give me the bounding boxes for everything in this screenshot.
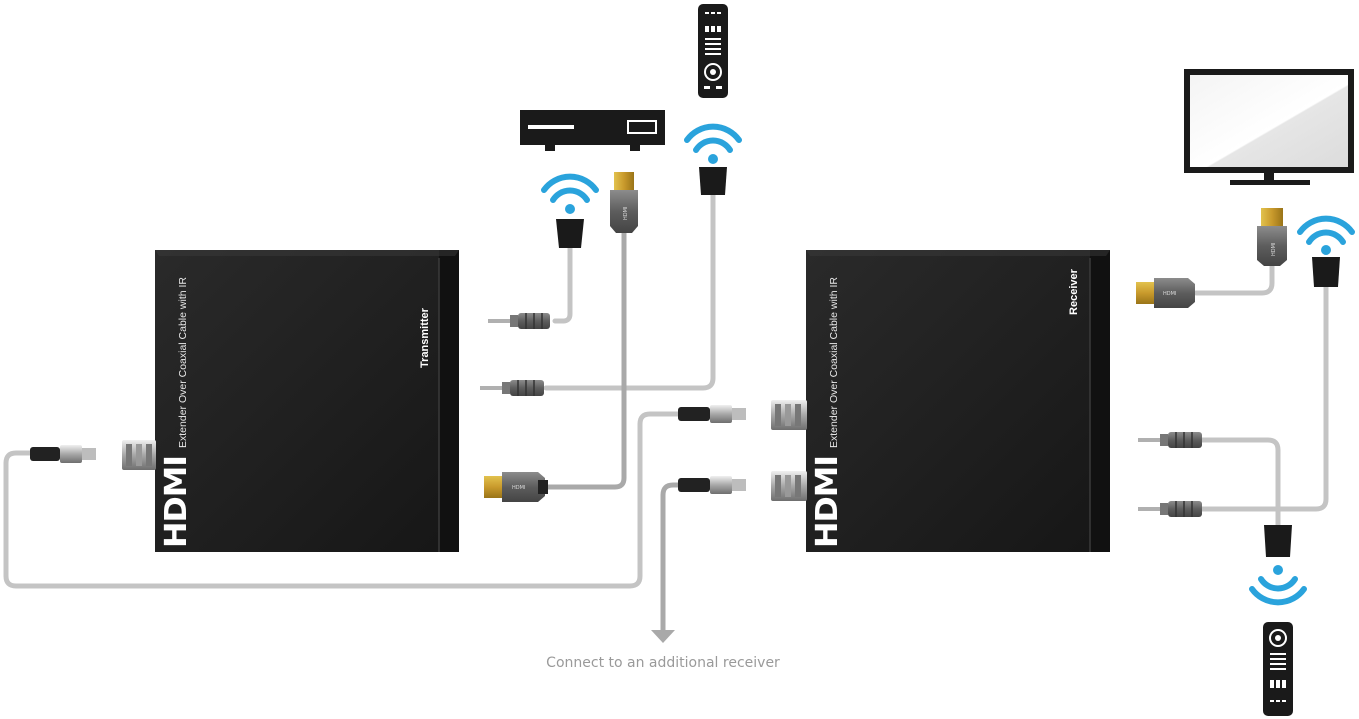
transmitter-ir-jack-1-icon bbox=[488, 313, 550, 329]
transmitter-ir-jack-2-icon bbox=[480, 380, 544, 396]
ir-cable-tx-2 bbox=[543, 192, 716, 391]
tv-icon bbox=[1184, 69, 1354, 185]
hdmi-cable-rx bbox=[1193, 261, 1275, 296]
transmitter-subtitle: Extender Over Coaxial Cable with IR bbox=[177, 277, 189, 448]
transmitter-box: Transmitter Extender Over Coaxial Cable … bbox=[155, 250, 459, 552]
transmitter-logo-icon: HDMI bbox=[159, 456, 194, 548]
additional-receiver-arrow-icon bbox=[651, 630, 675, 643]
ir-wave-rx-emitter-icon bbox=[1249, 525, 1307, 606]
receiver-bnc-plug-2-icon bbox=[678, 476, 746, 494]
tv-hdmi-plug-icon: HDMI bbox=[1257, 208, 1287, 266]
receiver-subtitle: Extender Over Coaxial Cable with IR bbox=[828, 277, 840, 448]
ir-wave-tx-receiver-icon bbox=[684, 123, 742, 195]
transmitter-hdmi-plug-icon: HDMI bbox=[484, 472, 548, 502]
transmitter-bnc-port-icon bbox=[122, 440, 156, 470]
receiver-hdmi-plug-icon: HDMI bbox=[1136, 278, 1195, 308]
additional-receiver-caption: Connect to an additional receiver bbox=[546, 655, 780, 671]
receiver-logo-icon: HDMI bbox=[810, 456, 845, 548]
receiver-ir-jack-1-icon bbox=[1138, 432, 1202, 448]
transmitter-title: Transmitter bbox=[419, 307, 431, 368]
ir-cable-rx-1 bbox=[1199, 437, 1281, 528]
receiver-title: Receiver bbox=[1068, 268, 1080, 315]
receiver-box: Receiver Extender Over Coaxial Cable wit… bbox=[806, 250, 1110, 552]
coax-cable-main bbox=[3, 411, 691, 589]
hdmi-cable-tx bbox=[542, 229, 627, 490]
ir-wave-tx-emitter-icon bbox=[541, 173, 599, 248]
receiver-bnc-port-2-icon bbox=[771, 471, 807, 501]
source-player-icon bbox=[520, 110, 665, 151]
coax-cable-additional bbox=[660, 482, 691, 635]
receiver-hdmi-plug-label: HDMI bbox=[1163, 291, 1176, 297]
remote-control-top-icon bbox=[698, 4, 728, 98]
receiver-bnc-plug-1-icon bbox=[678, 405, 746, 423]
receiver-ir-jack-2-icon bbox=[1138, 501, 1202, 517]
remote-control-bottom-icon bbox=[1263, 622, 1293, 716]
tv-hdmi-plug-label: HDMI bbox=[1271, 243, 1277, 256]
transmitter-hdmi-plug-label: HDMI bbox=[512, 485, 525, 491]
transmitter-bnc-plug-icon bbox=[30, 445, 96, 463]
ir-wave-rx-receiver-icon bbox=[1297, 215, 1355, 287]
ir-cable-tx-1 bbox=[552, 245, 573, 324]
source-hdmi-plug-icon: HDMI bbox=[610, 172, 638, 233]
ir-cable-rx-2 bbox=[1199, 283, 1329, 512]
receiver-bnc-port-1-icon bbox=[771, 400, 807, 430]
source-hdmi-plug-label: HDMI bbox=[623, 207, 629, 220]
